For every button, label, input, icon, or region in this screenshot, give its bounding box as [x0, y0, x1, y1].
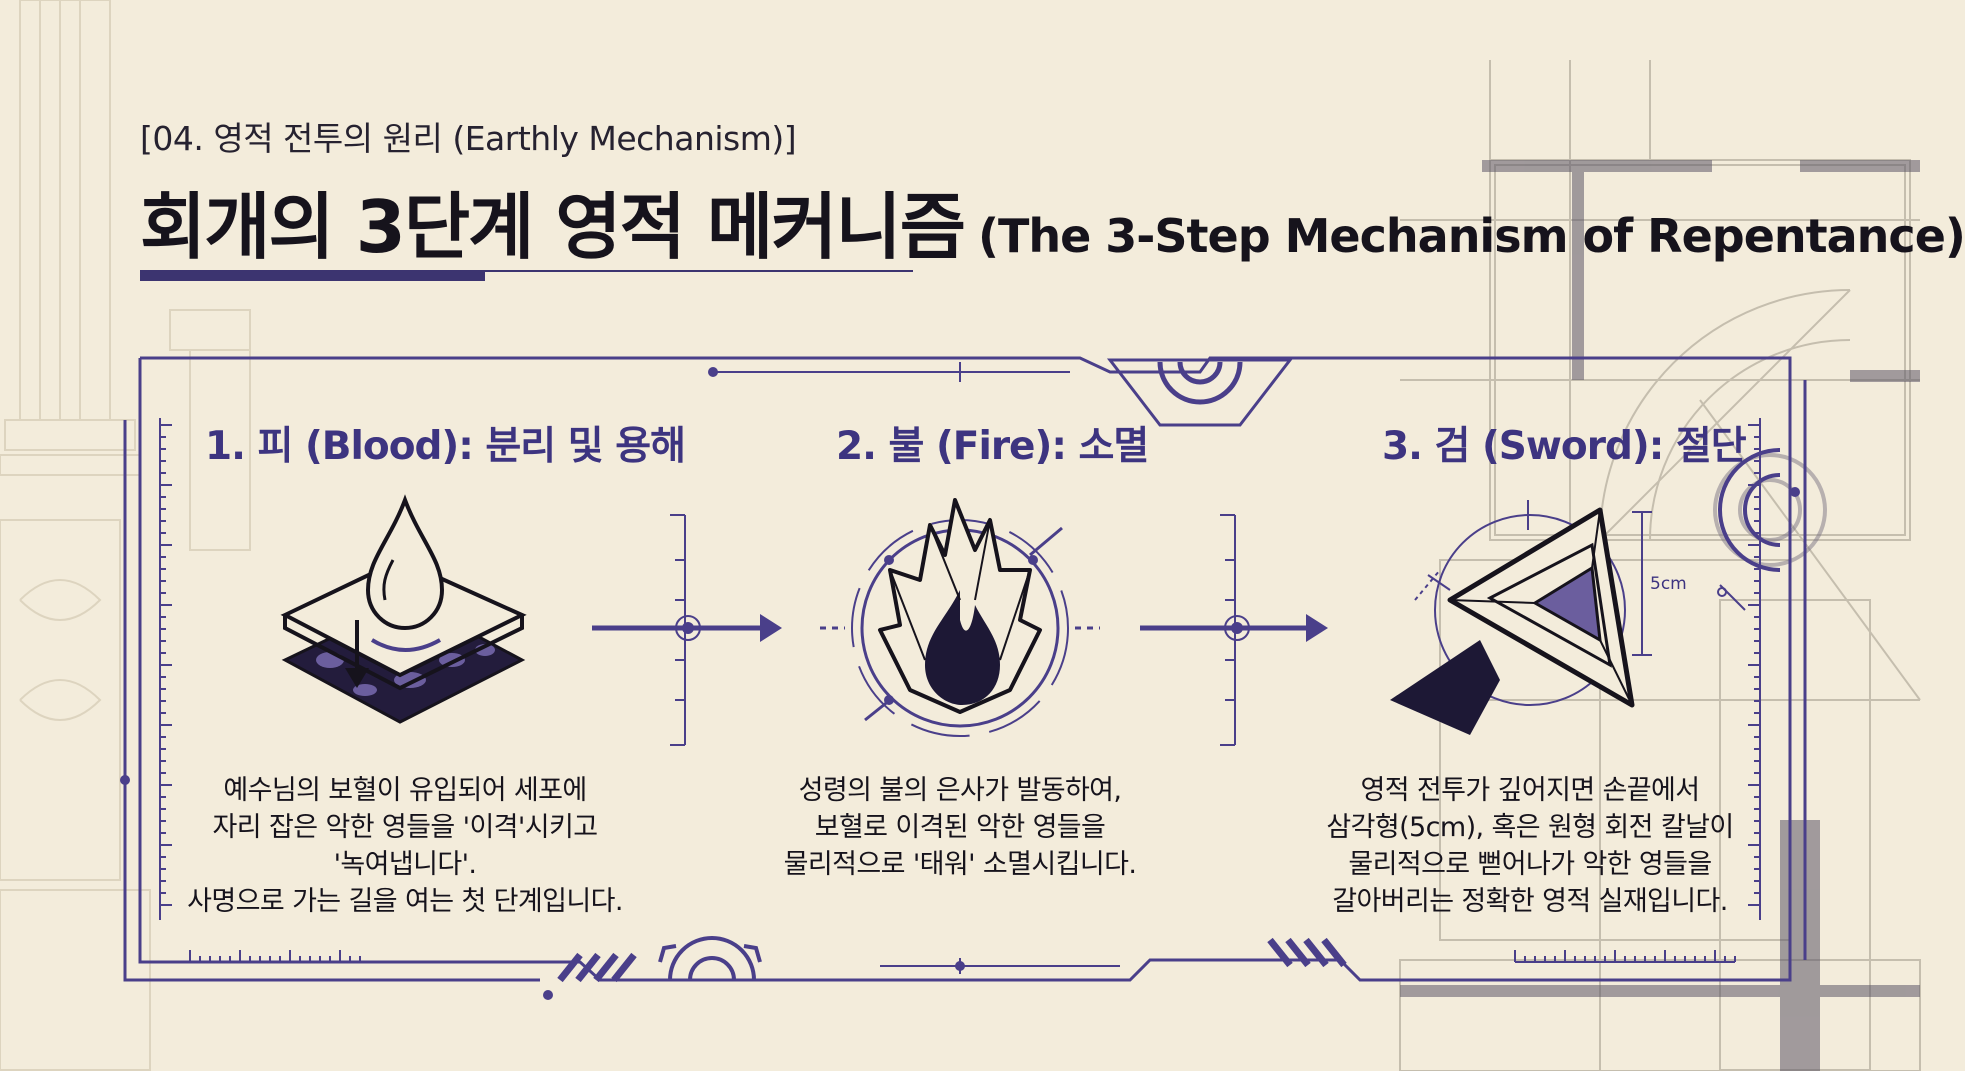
section-subtitle: [04. 영적 전투의 원리 (Earthly Mechanism)] — [140, 119, 797, 158]
step-3-title: 3. 검 (Sword): 절단 — [1382, 424, 1747, 469]
step-3-line-2: 삼각형(5cm), 혹은 원형 회전 칼날이 — [1326, 812, 1734, 843]
fire-flame-icon — [820, 498, 1100, 737]
step-1-line-4: 사명으로 가는 길을 여는 첫 단계입니다. — [187, 886, 623, 917]
step-2-line-2: 보혈로 이격된 악한 영들을 — [814, 812, 1106, 843]
step-2-line-3: 물리적으로 '태워' 소멸시킵니다. — [783, 849, 1137, 880]
diagram-frame — [120, 356, 1807, 1000]
step-1-title: 1. 피 (Blood): 분리 및 용해 — [205, 424, 686, 469]
step-2-title: 2. 불 (Fire): 소멸 — [836, 424, 1149, 469]
dimension-label: 5cm — [1650, 574, 1687, 594]
step-1-line-3: '녹여냅니다'. — [333, 849, 477, 880]
step-2-line-1: 성령의 불의 은사가 발동하여, — [798, 775, 1122, 806]
title-underline — [140, 270, 913, 272]
title-underline-accent — [140, 272, 485, 281]
step-3-description: 영적 전투가 깊어지면 손끝에서 삼각형(5cm), 혹은 원형 회전 칼날이 … — [1300, 772, 1760, 920]
step-1-line-2: 자리 잡은 악한 영들을 '이격'시키고 — [212, 812, 599, 843]
page-title: 회개의 3단계 영적 메커니즘(The 3-Step Mechanism of … — [140, 168, 1965, 273]
step-connectors — [592, 514, 1328, 746]
blueprint-background — [0, 0, 1921, 1071]
arrow-head-1 — [760, 614, 782, 642]
step-3-line-1: 영적 전투가 깊어지면 손끝에서 — [1360, 775, 1700, 806]
step-1-line-1: 예수님의 보혈이 유입되어 세포에 — [223, 775, 587, 806]
step-2-description: 성령의 불의 은사가 발동하여, 보혈로 이격된 악한 영들을 물리적으로 '태… — [730, 772, 1190, 883]
step-3-line-4: 갈아버리는 정확한 영적 실재입니다. — [1332, 886, 1728, 917]
title-english: (The 3-Step Mechanism of Repentance) — [977, 209, 1965, 263]
triangle-blade-icon — [1390, 500, 1746, 735]
title-korean: 회개의 3단계 영적 메커니즘 — [140, 185, 966, 269]
arrow-head-2 — [1306, 614, 1328, 642]
blood-drop-layers-icon — [280, 494, 527, 724]
step-1-description: 예수님의 보혈이 유입되어 세포에 자리 잡은 악한 영들을 '이격'시키고 '… — [175, 772, 635, 920]
step-3-line-3: 물리적으로 뻗어나가 악한 영들을 — [1348, 849, 1712, 880]
